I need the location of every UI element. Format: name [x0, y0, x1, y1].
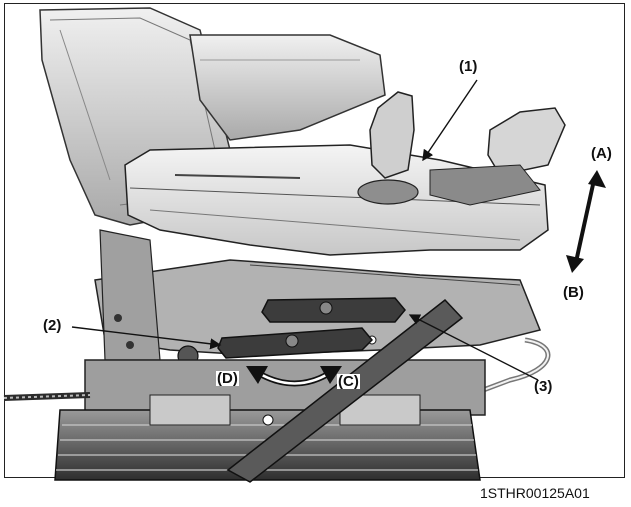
callout-2: (2) [43, 317, 62, 334]
double-headed-arrow-curved-icon [246, 366, 342, 387]
double-headed-arrow-vertical-icon [566, 170, 606, 273]
lever-3 [261, 297, 406, 323]
control-pod [429, 107, 566, 206]
callout-b: (B) [563, 284, 584, 301]
cable [3, 392, 91, 401]
callout-1: (1) [459, 58, 478, 75]
callout-c: (C) [337, 373, 360, 390]
leader-lines [71, 79, 539, 381]
figure-code: 1STHR00125A01 [480, 485, 590, 501]
seat-cushion [189, 34, 386, 141]
callout-d: (D) [216, 370, 239, 387]
callout-a: (A) [591, 145, 612, 162]
callout-3: (3) [534, 378, 553, 395]
joystick [357, 91, 419, 205]
seat-base [54, 359, 486, 481]
